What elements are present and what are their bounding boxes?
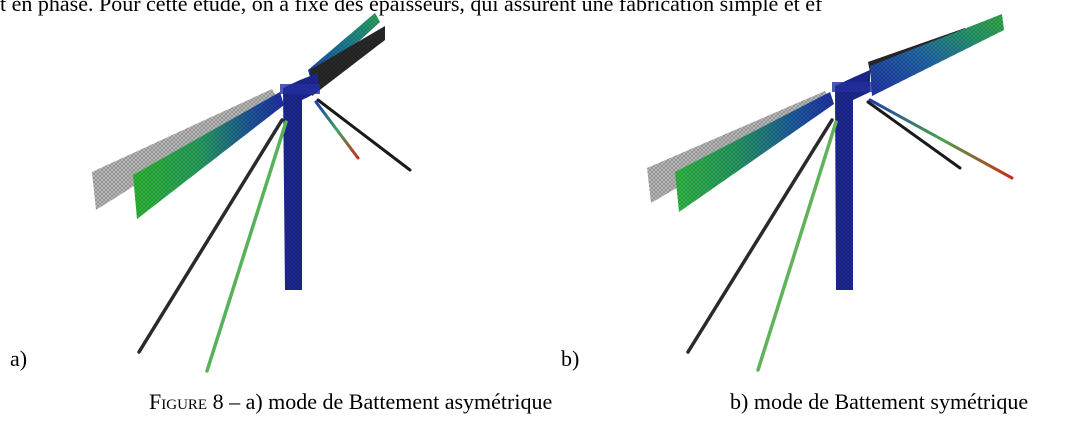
- figure-panel-a: a): [0, 0, 540, 385]
- caption-text-b: b) mode de Battement symétrique: [730, 389, 1029, 414]
- figure-caption-b: b) mode de Battement symétrique: [730, 389, 1028, 415]
- caption-text-a: a) mode de Battement asymétrique: [245, 389, 553, 414]
- panel-label-a: a): [10, 346, 28, 371]
- figure-number: Figure 8: [149, 389, 224, 414]
- figure-caption-a: Figure 8 – a) mode de Battement asymétri…: [149, 389, 552, 415]
- mode-shape-b-drawing: [647, 14, 1014, 372]
- mode-shape-a-drawing: [92, 13, 412, 373]
- caption-dash: –: [229, 389, 241, 414]
- figure-panel-b: b): [540, 0, 1075, 385]
- panel-label-b: b): [561, 346, 580, 371]
- body-text-line: t en phase. Pour cette étude, on a fixé …: [0, 0, 823, 16]
